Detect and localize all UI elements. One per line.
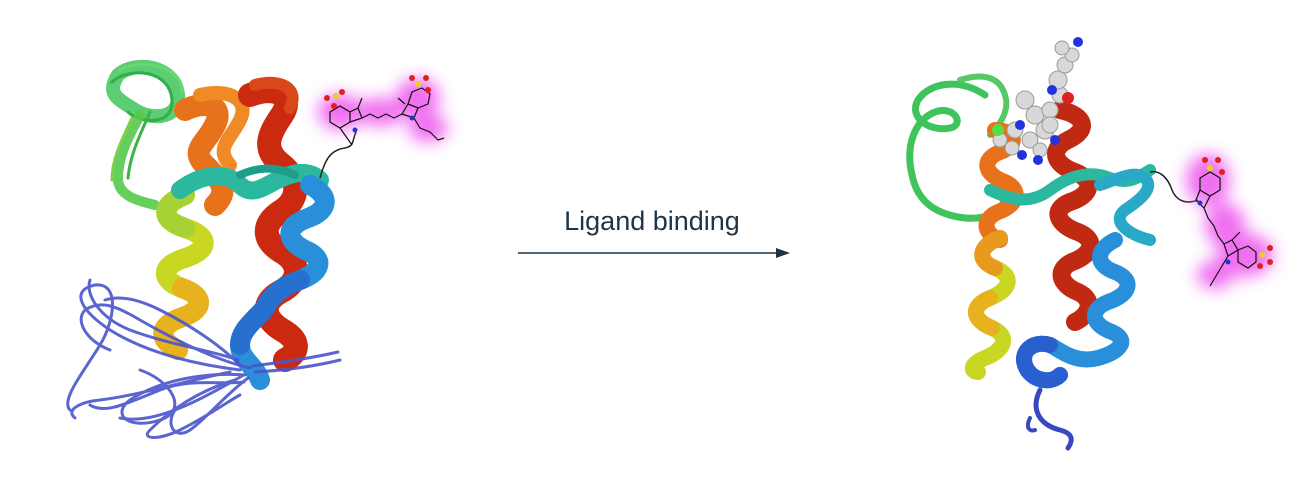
apo-linker: [319, 131, 357, 179]
bound-protein: [906, 37, 1273, 451]
transition-arrow-group: Ligand binding: [518, 206, 790, 258]
blue-helix: [229, 175, 335, 390]
bound-green-loop: [906, 80, 1009, 222]
red-helix: [238, 76, 308, 372]
bound-fluorophore: [1186, 154, 1273, 289]
green-loop-bundle: [106, 59, 185, 210]
bound-red-helix: [1047, 101, 1100, 331]
blue-disordered-loops: [66, 278, 342, 439]
apo-fluorophore: [318, 75, 448, 146]
ligand-molecule: [992, 37, 1083, 165]
bound-linker: [1149, 170, 1199, 203]
yellow-helix: [153, 185, 214, 360]
apo-protein-ensemble: [66, 59, 448, 439]
arrow-label: Ligand binding: [564, 206, 740, 236]
teal-helix: [171, 163, 329, 200]
bound-blue-tail: [1033, 387, 1074, 451]
